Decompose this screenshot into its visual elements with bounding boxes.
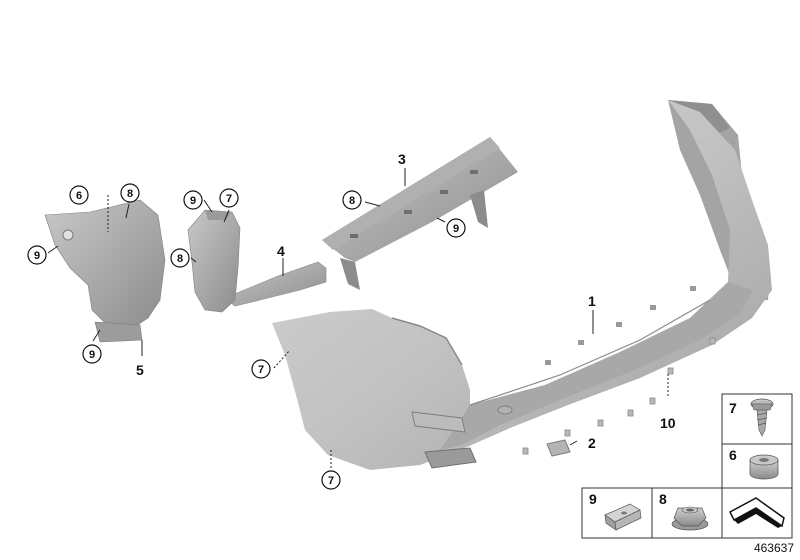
svg-text:7: 7: [328, 475, 334, 487]
diagram-reference-number: 463637: [754, 541, 794, 555]
callout-circle-8-center: 8: [170, 248, 190, 268]
svg-text:9: 9: [453, 223, 459, 235]
legend-clip: 9: [581, 487, 653, 539]
callout-4: 4: [277, 243, 285, 259]
callout-circle-9-center: 9: [183, 190, 203, 210]
clip-pieces: [522, 337, 716, 455]
rear-bumper-cover: [272, 100, 772, 470]
mounting-bracket-left: [44, 199, 166, 343]
bolt-icon: [750, 398, 774, 437]
svg-text:7: 7: [226, 193, 232, 205]
svg-text:9: 9: [190, 195, 196, 207]
callout-circle-9-left-bottom: 9: [82, 344, 102, 364]
bumper-carrier: [322, 137, 518, 290]
callout-circle-8-left: 8: [120, 183, 140, 203]
svg-text:8: 8: [349, 195, 355, 207]
callout-circle-9-left: 9: [27, 245, 47, 265]
callout-3: 3: [398, 151, 406, 167]
callout-labels: 3 4 1 2 10 5 8 9 7 7 9 9: [27, 151, 676, 490]
spacer-icon: [749, 454, 779, 480]
bracket-symbol-icon: [729, 497, 785, 528]
legend-spacer: 6: [721, 443, 793, 489]
svg-text:6: 6: [76, 190, 82, 202]
hex-nut-icon: [671, 506, 709, 531]
svg-text:9: 9: [589, 491, 597, 507]
svg-text:7: 7: [258, 364, 264, 376]
svg-text:6: 6: [729, 447, 737, 463]
callout-circle-6: 6: [69, 185, 89, 205]
callout-circle-7-center: 7: [219, 188, 239, 208]
legend-bolt: 7: [721, 393, 793, 445]
svg-text:8: 8: [177, 253, 183, 265]
leader-lines: [47, 168, 669, 468]
callout-1: 1: [588, 293, 596, 309]
mounting-bracket-center: [187, 209, 241, 313]
legend-part-symbol: [721, 487, 793, 539]
callout-5: 5: [136, 362, 144, 378]
callout-circle-9-carrier: 9: [446, 218, 466, 238]
callout-circle-7-bottom: 7: [321, 470, 341, 490]
legend-nut: 8: [651, 487, 723, 539]
svg-text:9: 9: [34, 250, 40, 262]
guide-bracket: [224, 261, 327, 307]
callout-10: 10: [660, 415, 676, 431]
clip-nut-icon: [604, 503, 642, 531]
hardware-legend: 7 6 9: [581, 393, 793, 539]
svg-text:8: 8: [659, 491, 667, 507]
callout-2: 2: [588, 435, 596, 451]
tow-hook-cover: [546, 439, 571, 457]
callout-circle-8-top: 8: [342, 190, 362, 210]
svg-text:9: 9: [89, 349, 95, 361]
svg-text:7: 7: [729, 400, 737, 416]
callout-circle-7-bumper: 7: [251, 359, 271, 379]
svg-text:8: 8: [127, 188, 133, 200]
